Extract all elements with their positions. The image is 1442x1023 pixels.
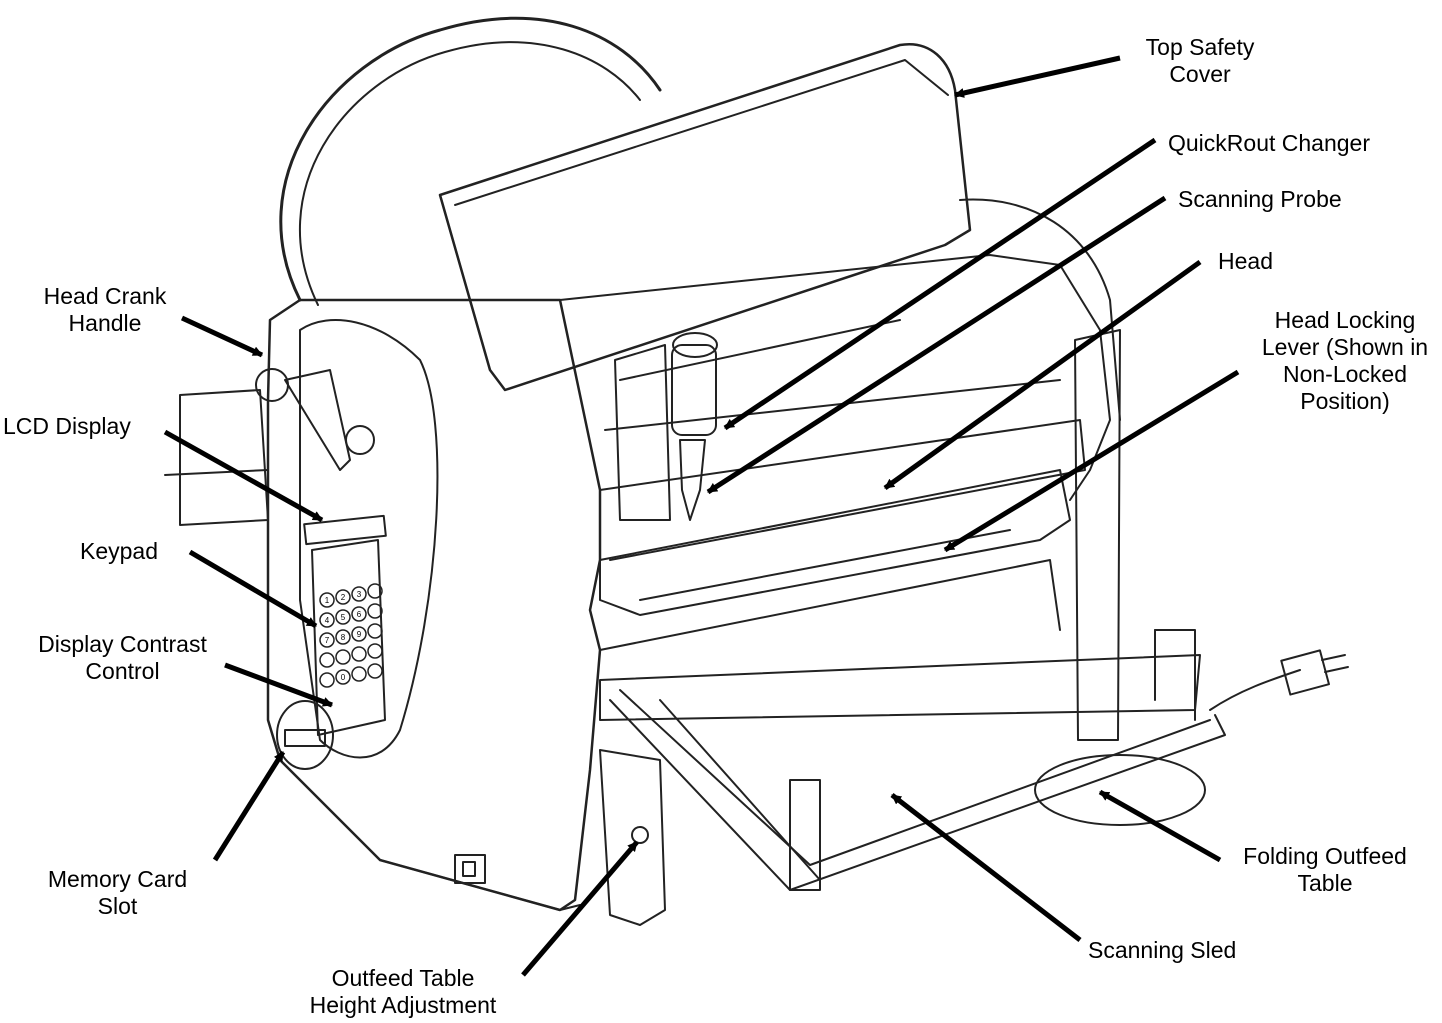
label-folding-outfeed-table: Folding Outfeed Table <box>1243 843 1407 896</box>
keypad-glyph: 8 <box>341 633 346 642</box>
label-top-safety-cover: Top Safety Cover <box>1145 34 1255 87</box>
label-keypad: Keypad <box>80 538 159 564</box>
arrow-display-contrast-control <box>224 662 333 708</box>
arrow-top-safety-cover <box>954 55 1121 98</box>
keypad-glyph: 7 <box>325 636 330 645</box>
arrow-head-locking-lever <box>943 369 1240 553</box>
label-lcd-display: LCD Display <box>3 413 131 439</box>
arrow-quickrout-changer <box>723 137 1157 431</box>
arrow-lcd-display <box>163 429 324 523</box>
keypad-glyph: 6 <box>357 610 362 619</box>
label-display-contrast-control: Display Contrast Control <box>38 631 207 684</box>
keypad-glyph: 5 <box>341 613 346 622</box>
arrow-keypad <box>188 549 318 629</box>
keypad-glyph: 4 <box>325 616 330 625</box>
machine-drawing <box>164 16 1349 926</box>
arrow-folding-outfeed-table <box>1098 789 1222 863</box>
label-memory-card-slot: Memory Card Slot <box>47 866 188 919</box>
arrow-scanning-sled <box>890 793 1082 942</box>
callout-arrows <box>163 55 1240 977</box>
label-quickrout-changer: QuickRout Changer <box>1168 130 1370 156</box>
keypad-glyph: 0 <box>341 673 346 682</box>
label-head: Head <box>1218 248 1273 274</box>
keypad-glyph: 1 <box>325 596 330 605</box>
label-scanning-probe: Scanning Probe <box>1178 186 1342 212</box>
keypad-glyph: 2 <box>341 593 346 602</box>
label-outfeed-table-height-adjustment: Outfeed Table Height Adjustment <box>309 965 497 1018</box>
arrow-outfeed-table-height-adjustment <box>521 840 639 977</box>
label-head-locking-lever: Head Locking Lever (Shown in Non-Locked … <box>1261 307 1429 414</box>
keypad-buttons <box>319 583 383 688</box>
arrow-head-crank-handle <box>180 315 264 358</box>
arrow-memory-card-slot <box>212 750 286 862</box>
label-head-crank-handle: Head Crank Handle <box>43 283 167 336</box>
keypad-glyph: 3 <box>357 590 362 599</box>
arrow-scanning-probe <box>706 195 1167 495</box>
arrow-head <box>883 259 1202 491</box>
keypad-glyph: 9 <box>357 630 362 639</box>
label-scanning-sled: Scanning Sled <box>1088 937 1237 963</box>
